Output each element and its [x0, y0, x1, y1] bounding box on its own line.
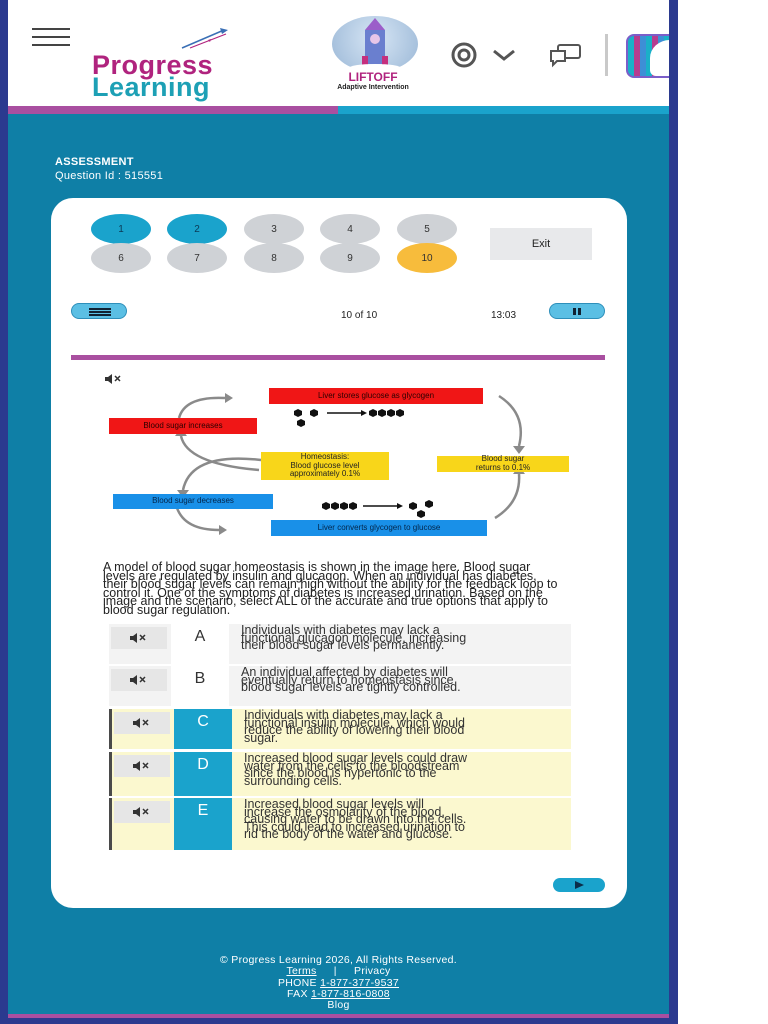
footer-separator: | — [333, 965, 337, 977]
question-nav-4[interactable]: 4 — [320, 214, 380, 244]
diagram-arrows — [175, 393, 525, 535]
diagram-sugar-increases: Blood sugar increases — [109, 418, 257, 434]
liftoff-badge — [332, 16, 418, 72]
phone-link[interactable]: 1-877-377-9537 — [320, 977, 399, 989]
tools-menu-button[interactable] — [71, 303, 127, 319]
lifebuoy-icon — [451, 42, 515, 68]
answer-choice-b[interactable]: B An individual affected by diabetes will… — [109, 666, 571, 706]
chat-bubbles-icon — [550, 44, 581, 68]
app-window: Progress Learning LIFTOFF Adaptive Inter… — [8, 0, 669, 1018]
answer-choice-a[interactable]: A Individuals with diabetes may lack a fu… — [109, 624, 571, 664]
choice-letter: E — [174, 798, 232, 850]
question-nav-9[interactable]: 9 — [320, 243, 380, 273]
exit-button[interactable]: Exit — [490, 228, 592, 260]
logo-text-line1: Progress — [92, 50, 214, 80]
homeostasis-diagram: Liver stores glucose as glycogen Blood s… — [99, 384, 579, 544]
liftoff-subtitle: Adaptive Intervention — [337, 84, 409, 91]
question-nav-6[interactable]: 6 — [91, 243, 151, 273]
assessment-label: ASSESSMENT — [55, 156, 134, 168]
progress-learning-logo[interactable]: Progress Learning — [92, 26, 282, 102]
question-nav-5[interactable]: 5 — [397, 214, 457, 244]
terms-link[interactable]: Terms — [286, 965, 317, 977]
footer-links: Terms | Privacy — [8, 965, 669, 977]
diagram-liver-stores: Liver stores glucose as glycogen — [269, 388, 483, 404]
question-stem: A model of blood sugar homeostasis is sh… — [103, 560, 558, 617]
bottom-stripe — [8, 1014, 669, 1018]
choice-text: Individuals with diabetes may lack a fun… — [241, 623, 467, 653]
header-separator — [605, 34, 608, 76]
avatar — [626, 34, 669, 78]
question-nav-1[interactable]: 1 — [91, 214, 151, 244]
hamburger-menu-icon[interactable] — [32, 28, 70, 48]
user-avatar-button[interactable] — [626, 34, 669, 82]
section-divider — [71, 355, 605, 360]
choice-text: Individuals with diabetes may lack a fun… — [244, 708, 465, 745]
diagram-liver-converts: Liver converts glycogen to glucose — [271, 520, 487, 536]
answer-choice-c[interactable]: C Individuals with diabetes may lack a fu… — [109, 709, 571, 749]
speaker-mute-icon[interactable] — [103, 373, 125, 385]
privacy-link[interactable]: Privacy — [354, 965, 391, 977]
speaker-mute-icon[interactable] — [114, 712, 170, 734]
choice-letter: B — [171, 666, 229, 706]
fax-label: FAX — [287, 988, 308, 1000]
timer: 13:03 — [491, 310, 517, 321]
choice-text: Increased blood sugar levels could draw … — [244, 751, 468, 788]
phone-label: PHONE — [278, 977, 317, 989]
choice-letter: C — [174, 709, 232, 749]
liftoff-title: LIFTOFF — [348, 70, 398, 84]
question-nav-8[interactable]: 8 — [244, 243, 304, 273]
choice-text: An individual affected by diabetes will … — [241, 665, 461, 695]
footer-fax: FAX 1-877-816-0808 — [8, 988, 669, 1000]
footer: © Progress Learning 2026, All Rights Res… — [8, 948, 669, 1018]
blog-link[interactable]: Blog — [327, 999, 350, 1011]
diagram-returns: Blood sugar returns to 0.1% — [437, 454, 569, 472]
question-nav-2[interactable]: 2 — [167, 214, 227, 244]
pause-button[interactable] — [549, 303, 605, 319]
question-id: Question Id : 515551 — [55, 170, 164, 182]
speaker-mute-icon[interactable] — [114, 755, 170, 777]
speaker-mute-icon[interactable] — [111, 669, 167, 691]
choice-letter: A — [171, 624, 229, 664]
question-nav-10[interactable]: 10 — [397, 243, 457, 273]
pause-icon — [573, 308, 576, 315]
rocket-trail-icon — [181, 28, 228, 49]
header-stripe — [8, 106, 669, 114]
question-progress: 10 of 10 — [341, 310, 378, 321]
question-nav-7[interactable]: 7 — [167, 243, 227, 273]
fax-link[interactable]: 1-877-816-0808 — [311, 988, 390, 1000]
answer-choice-d[interactable]: D Increased blood sugar levels could draw… — [109, 752, 571, 796]
chat-button[interactable] — [548, 42, 584, 68]
logo-text-line2: Learning — [92, 72, 211, 102]
choice-text: Increased blood sugar levels will increa… — [244, 797, 467, 842]
copyright-text: © Progress Learning 2026, All Rights Res… — [220, 954, 457, 966]
footer-phone: PHONE 1-877-377-9537 — [8, 977, 669, 989]
answer-choice-e[interactable]: E Increased blood sugar levels will incre… — [109, 798, 571, 850]
question-nav-3[interactable]: 3 — [244, 214, 304, 244]
play-arrow-icon — [575, 881, 584, 889]
top-header: Progress Learning LIFTOFF Adaptive Inter… — [8, 0, 669, 106]
speaker-mute-icon[interactable] — [114, 801, 170, 823]
diagram-sugar-decreases: Blood sugar decreases — [113, 494, 273, 509]
liftoff-logo: LIFTOFF Adaptive Intervention — [324, 16, 418, 96]
choice-letter: D — [174, 752, 232, 796]
help-menu-button[interactable] — [446, 42, 526, 68]
rocket-tower-icon — [349, 18, 401, 72]
diagram-homeostasis: Homeostasis: Blood glucose level approxi… — [261, 452, 389, 480]
next-button[interactable] — [553, 878, 605, 892]
speaker-mute-icon[interactable] — [111, 627, 167, 649]
